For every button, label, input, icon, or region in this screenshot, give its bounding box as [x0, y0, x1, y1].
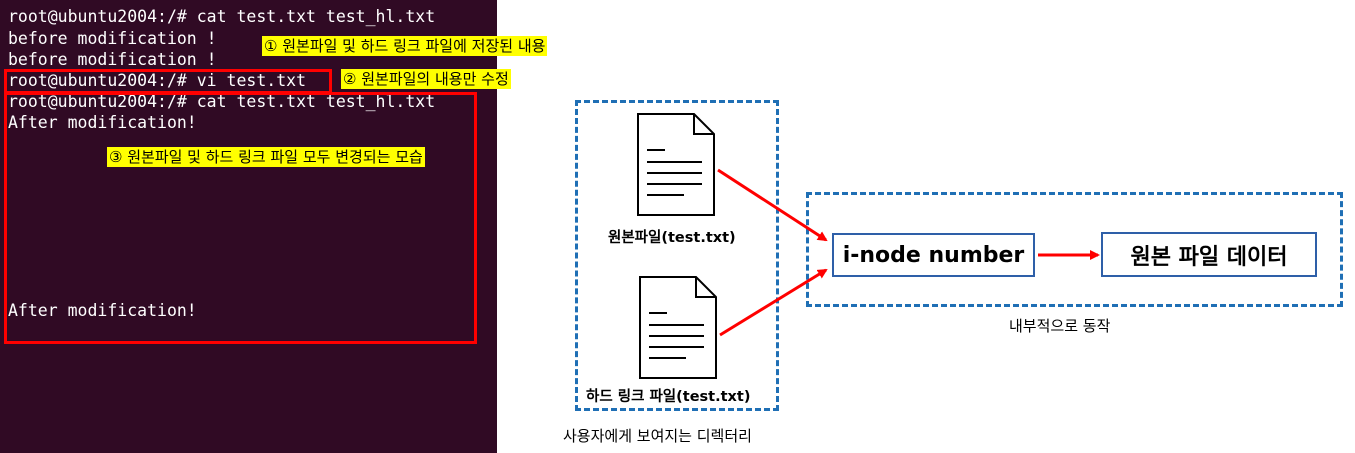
- document-icon: [639, 276, 717, 379]
- user-directory-caption: 사용자에게 보여지는 디렉터리: [563, 427, 752, 445]
- highlight-box-result: [4, 92, 477, 344]
- inode-number-box: i-node number: [832, 233, 1035, 277]
- arrow-original-to-inode: [717, 168, 828, 242]
- terminal-line: root@ubuntu2004:/# vi test.txt: [8, 71, 307, 90]
- arrow-hardlink-to-inode: [719, 268, 828, 337]
- annotation-1: ① 원본파일 및 하드 링크 파일에 저장된 내용: [262, 36, 548, 56]
- terminal-line: After modification!: [8, 301, 197, 320]
- terminal-line: After modification!: [8, 113, 197, 132]
- original-data-box: 원본 파일 데이터: [1101, 232, 1317, 277]
- terminal-line: before modification !: [8, 29, 217, 48]
- annotation-3: ③ 원본파일 및 하드 링크 파일 모두 변경되는 모습: [107, 147, 425, 167]
- terminal-line: root@ubuntu2004:/# cat test.txt test_hl.…: [8, 92, 436, 111]
- original-file-label: 원본파일(test.txt): [608, 230, 736, 246]
- internal-operation-box: [806, 192, 1343, 307]
- user-directory-box: [575, 100, 779, 411]
- hardlink-file-label: 하드 링크 파일(test.txt): [586, 389, 751, 405]
- document-icon: [637, 113, 715, 216]
- annotation-2: ② 원본파일의 내용만 수정: [341, 69, 511, 89]
- internal-operation-caption: 내부적으로 동작: [1009, 317, 1111, 335]
- terminal-line: root@ubuntu2004:/# cat test.txt test_hl.…: [8, 7, 436, 26]
- terminal-line: before modification !: [8, 50, 217, 69]
